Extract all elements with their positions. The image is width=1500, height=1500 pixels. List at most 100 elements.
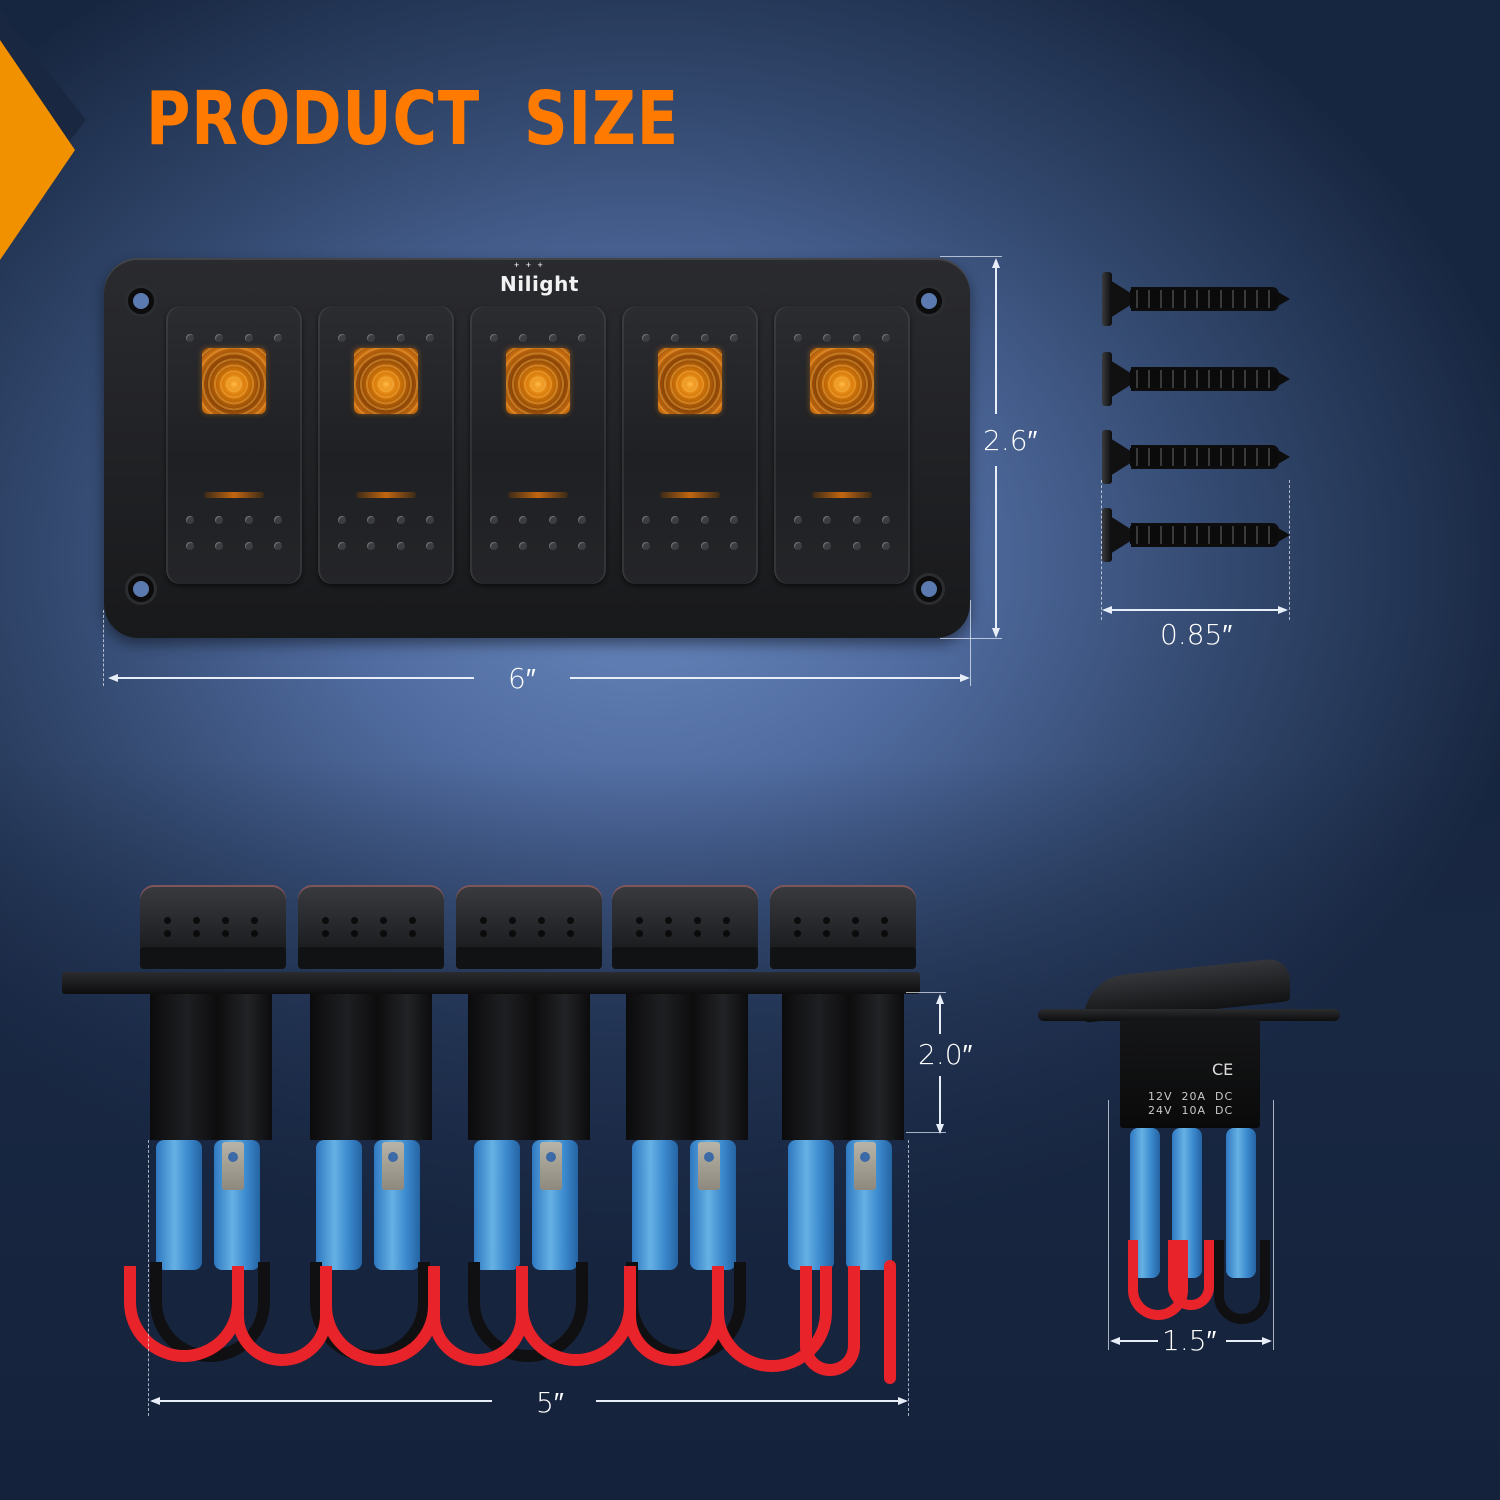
indicator-bar [508, 492, 568, 498]
single-dim-extension-left [1108, 1100, 1109, 1350]
mount-hole-bottom-left [128, 576, 154, 602]
arrow-left-icon [1102, 606, 1112, 614]
side-width-label: 5″ [536, 1386, 564, 1419]
terminal-connector [316, 1140, 362, 1270]
terminal-tab [854, 1142, 876, 1190]
screw-head-icon [1102, 272, 1112, 326]
indicator-bar [204, 492, 264, 498]
switch-body-1 [150, 994, 272, 1140]
arrow-left-icon [150, 1397, 160, 1405]
screw-4 [1102, 508, 1292, 564]
lamp-indicator-icon [506, 348, 570, 414]
screw-2 [1102, 352, 1292, 408]
indicator-bar [812, 492, 872, 498]
screw-head-icon [1102, 508, 1112, 562]
depth-dim-extension-bottom [906, 1132, 946, 1133]
power-wire-loop [624, 1266, 724, 1366]
terminal-connector [156, 1140, 202, 1270]
ce-mark-icon: CE [1212, 1060, 1234, 1079]
spec-line-1: 12V 20A DC [1148, 1090, 1234, 1103]
page-title: PRODUCT SIZE [146, 76, 679, 162]
power-wire-loop [232, 1266, 332, 1366]
rocker-switch-1[interactable] [166, 306, 302, 584]
lamp-indicator-icon [658, 348, 722, 414]
switch-body-2 [310, 994, 432, 1140]
power-wire-lead [884, 1260, 896, 1384]
screw-dim-extension-left [1101, 480, 1102, 620]
side-switch-cap-5 [770, 885, 916, 969]
arrow-up-icon [992, 258, 1000, 268]
switch-panel-front: + + + Nilight [104, 258, 970, 638]
dim-extension-right [970, 600, 971, 686]
switch-body-5 [782, 994, 904, 1140]
indicator-bar [356, 492, 416, 498]
terminal-connector [632, 1140, 678, 1270]
corner-badge [0, 40, 75, 260]
mount-hole-bottom-right [916, 576, 942, 602]
height-dim-line-top [995, 262, 997, 414]
arrow-right-icon [960, 674, 970, 682]
side-view-plate [62, 972, 920, 994]
depth-dim-extension-top [906, 992, 946, 993]
depth-label: 2.0″ [918, 1038, 973, 1071]
arrow-down-icon [936, 1124, 944, 1134]
switch-body-4 [626, 994, 748, 1140]
terminal-connector [474, 1140, 520, 1270]
screw-length-label: 0.85″ [1160, 618, 1233, 651]
arrow-left-icon [1110, 1337, 1120, 1345]
arrow-up-icon [936, 994, 944, 1004]
side-width-dim-line-left [152, 1400, 492, 1402]
panel-width-label: 6″ [508, 662, 536, 695]
side-switch-cap-1 [140, 885, 286, 969]
indicator-bar [660, 492, 720, 498]
rocker-switch-4[interactable] [622, 306, 758, 584]
depth-dim-line-top [939, 998, 941, 1034]
terminal-connector [788, 1140, 834, 1270]
rocker-switch-3[interactable] [470, 306, 606, 584]
width-dim-line-right [570, 677, 962, 679]
power-wire-loop [428, 1266, 528, 1366]
arrow-down-icon [992, 628, 1000, 638]
terminal-tab [222, 1142, 244, 1190]
single-dim-line-right [1226, 1340, 1270, 1342]
screw-head-icon [1102, 352, 1112, 406]
mount-hole-top-right [916, 288, 942, 314]
terminal-tab [382, 1142, 404, 1190]
screw-1 [1102, 272, 1292, 328]
lamp-indicator-icon [810, 348, 874, 414]
arrow-right-icon [1262, 1337, 1272, 1345]
width-dim-line-left [112, 677, 474, 679]
single-dim-extension-right [1273, 1100, 1274, 1350]
terminal-tab [698, 1142, 720, 1190]
side-width-dim-line-right [596, 1400, 904, 1402]
mount-hole-top-left [128, 288, 154, 314]
screw-3 [1102, 430, 1292, 486]
ground-wire-loop [1214, 1240, 1270, 1324]
single-dim-line-left [1112, 1340, 1158, 1342]
terminal-tab [540, 1142, 562, 1190]
single-switch-body [1120, 1020, 1260, 1128]
rocker-switch-5[interactable] [774, 306, 910, 584]
dim-extension-left [103, 610, 104, 686]
dim-extension-bottom [940, 638, 1002, 639]
height-dim-line-bottom [995, 466, 997, 632]
arrow-left-icon [108, 674, 118, 682]
depth-dim-line-bottom [939, 1076, 941, 1128]
brand-stars-icon: + + + [514, 260, 545, 270]
side-switch-cap-2 [298, 885, 444, 969]
arrow-right-icon [1278, 606, 1288, 614]
switch-body-3 [468, 994, 590, 1140]
side-switch-cap-3 [456, 885, 602, 969]
dim-extension-top [940, 256, 1002, 257]
panel-height-label: 2.6″ [983, 424, 1038, 457]
side-switch-cap-4 [612, 885, 758, 969]
brand-logo: Nilight [500, 272, 579, 296]
lamp-indicator-icon [354, 348, 418, 414]
single-switch-flange [1038, 1009, 1340, 1021]
screw-head-icon [1102, 430, 1112, 484]
power-wire-loop [1168, 1240, 1214, 1310]
single-width-label: 1.5″ [1162, 1324, 1217, 1357]
power-wire-loop [800, 1266, 860, 1376]
lamp-indicator-icon [202, 348, 266, 414]
rocker-switch-2[interactable] [318, 306, 454, 584]
